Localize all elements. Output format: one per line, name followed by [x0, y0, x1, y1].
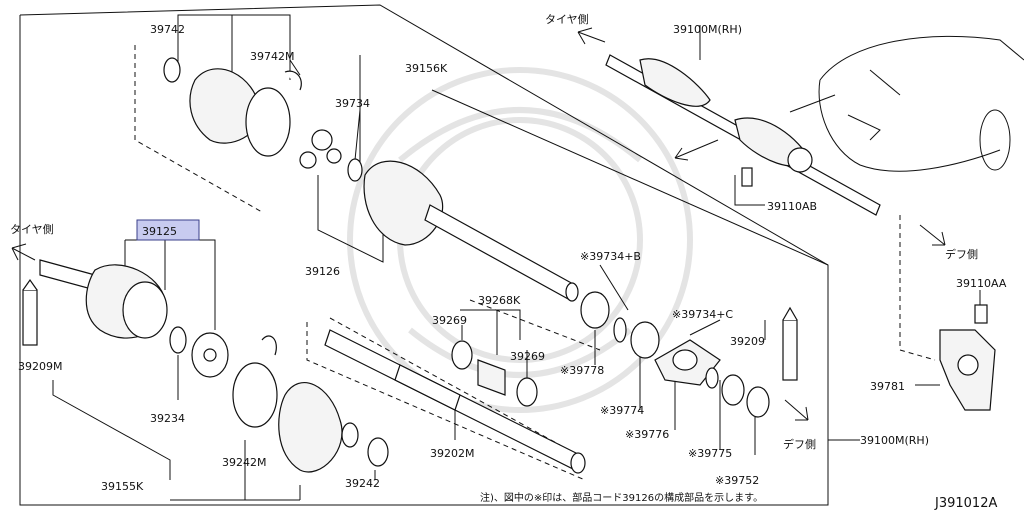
label-diff-side-right: デフ側 — [945, 247, 978, 261]
label-39774: ※39774 — [600, 404, 644, 417]
diagram-code: J391012A — [934, 496, 997, 511]
assembly-frame — [19, 4, 829, 506]
boot-band-39242M — [232, 335, 278, 428]
label-39110AA: 39110AA — [956, 277, 1007, 290]
label-39734: 39734 — [335, 97, 370, 110]
label-39742M: 39742M — [250, 50, 294, 63]
label-39126: 39126 — [305, 265, 340, 278]
snap-ring-39234 — [169, 326, 187, 354]
knuckle-39781 — [939, 304, 996, 411]
spider-39734 — [299, 129, 363, 182]
label-diff-side-bottom: デフ側 — [783, 437, 816, 451]
label-39775: ※39775 — [688, 447, 732, 460]
label-39209: 39209 — [730, 335, 765, 348]
label-39100M-top: 39100M(RH) — [673, 23, 742, 36]
arrow-diff-bottom — [784, 399, 809, 421]
label-tire-side-left: タイヤ側 — [10, 223, 54, 236]
arrow-diff-right — [919, 224, 946, 246]
cotter-pin — [22, 278, 38, 346]
footnote: 注)、図中の※印は、部品コード39126の構成部品を示します。 — [480, 491, 763, 504]
label-39234: 39234 — [150, 412, 185, 425]
label-39778: ※39778 — [560, 364, 604, 377]
label-39781: 39781 — [870, 380, 905, 393]
label-39242: 39242 — [345, 477, 380, 490]
arrow-shaft-left — [674, 139, 719, 161]
watermark-emblem — [347, 67, 693, 413]
label-39125: 39125 — [142, 225, 177, 238]
label-39156K: 39156K — [405, 62, 448, 75]
inner-housing — [363, 160, 579, 302]
dashed-groups — [134, 45, 936, 481]
seal-bearing-group — [580, 291, 770, 418]
label-39734C: ※39734+C — [672, 308, 733, 321]
drive-shaft-assembly — [605, 54, 881, 216]
boot-outer — [278, 382, 359, 473]
label-39269-right: 39269 — [510, 350, 545, 363]
label-39209M: 39209M — [18, 360, 62, 373]
arrow-tire-left — [11, 243, 36, 261]
label-39776: ※39776 — [625, 428, 669, 441]
label-39752: ※39752 — [715, 474, 759, 487]
label-39269-left: 39269 — [432, 314, 467, 327]
damper-39268K — [451, 340, 538, 407]
label-39202M: 39202M — [430, 447, 474, 460]
label-tire-side-top: タイヤ側 — [545, 13, 589, 26]
label-39100M-right: 39100M(RH) — [860, 434, 929, 447]
label-39742: 39742 — [150, 23, 185, 36]
arrow-tire-top — [577, 27, 606, 45]
label-39242M: 39242M — [222, 456, 266, 469]
label-39155K: 39155K — [101, 480, 144, 493]
grease-39209 — [782, 306, 798, 381]
label-39110AB: 39110AB — [767, 200, 817, 213]
boot-39742 — [163, 57, 302, 157]
shaft-39202M — [324, 329, 586, 474]
label-39734B: ※39734+B — [580, 250, 641, 263]
label-39268K: 39268K — [478, 294, 521, 307]
highlight-box-39125 — [136, 219, 200, 241]
band-39242 — [367, 437, 389, 467]
car-outline — [789, 35, 1024, 172]
outer-cv-joint — [39, 259, 229, 378]
